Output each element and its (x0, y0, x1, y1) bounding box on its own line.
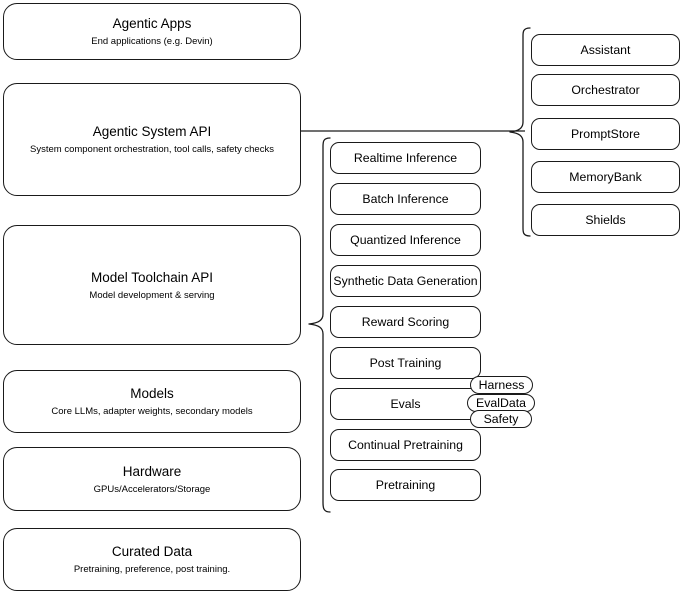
layer-title: Curated Data (111, 544, 193, 559)
layer-curated-data[interactable]: Curated Data Pretraining, preference, po… (3, 528, 301, 591)
layer-title: Models (130, 386, 174, 401)
layer-models[interactable]: Models Core LLMs, adapter weights, secon… (3, 370, 301, 433)
layer-subtitle: End applications (e.g. Devin) (91, 36, 213, 47)
brace-agentic-system-components (508, 26, 532, 238)
capability-quantized-inference[interactable]: Quantized Inference (330, 224, 481, 256)
layer-subtitle: Pretraining, preference, post training. (73, 564, 231, 575)
layer-subtitle: Core LLMs, adapter weights, secondary mo… (51, 406, 253, 417)
layer-subtitle: Model development & serving (89, 289, 215, 301)
capability-evals[interactable]: Evals (330, 388, 481, 420)
layer-title: Hardware (122, 463, 182, 479)
layer-title: Model Toolchain API (90, 269, 214, 285)
layer-hardware[interactable]: Hardware GPUs/Accelerators/Storage (3, 447, 301, 511)
layer-agentic-system-api[interactable]: Agentic System API System component orch… (3, 83, 301, 196)
layer-subtitle: System component orchestration, tool cal… (30, 144, 274, 155)
evals-sub-evaldata[interactable]: EvalData (467, 394, 535, 412)
capability-continual-pretraining[interactable]: Continual Pretraining (330, 429, 481, 461)
capability-reward-scoring[interactable]: Reward Scoring (330, 306, 481, 338)
evals-sub-harness[interactable]: Harness (470, 376, 533, 394)
capability-realtime-inference[interactable]: Realtime Inference (330, 142, 481, 174)
layer-agentic-apps[interactable]: Agentic Apps End applications (e.g. Devi… (3, 3, 301, 60)
connector-agentic-system-to-components (300, 124, 525, 138)
component-promptstore[interactable]: PromptStore (531, 118, 680, 150)
evals-sub-safety[interactable]: Safety (470, 410, 532, 428)
layer-subtitle: GPUs/Accelerators/Storage (93, 483, 211, 495)
component-shields[interactable]: Shields (531, 204, 680, 236)
capability-synthetic-data-generation[interactable]: Synthetic Data Generation (330, 265, 481, 297)
component-assistant[interactable]: Assistant (531, 34, 680, 66)
layer-title: Agentic Apps (112, 16, 192, 31)
capability-pretraining[interactable]: Pretraining (330, 469, 481, 501)
layer-model-toolchain-api[interactable]: Model Toolchain API Model development & … (3, 225, 301, 345)
capability-batch-inference[interactable]: Batch Inference (330, 183, 481, 215)
component-memorybank[interactable]: MemoryBank (531, 161, 680, 193)
brace-model-toolchain-capabilities (306, 136, 332, 514)
component-orchestrator[interactable]: Orchestrator (531, 74, 680, 106)
layer-title: Agentic System API (92, 124, 212, 139)
capability-post-training[interactable]: Post Training (330, 347, 481, 379)
